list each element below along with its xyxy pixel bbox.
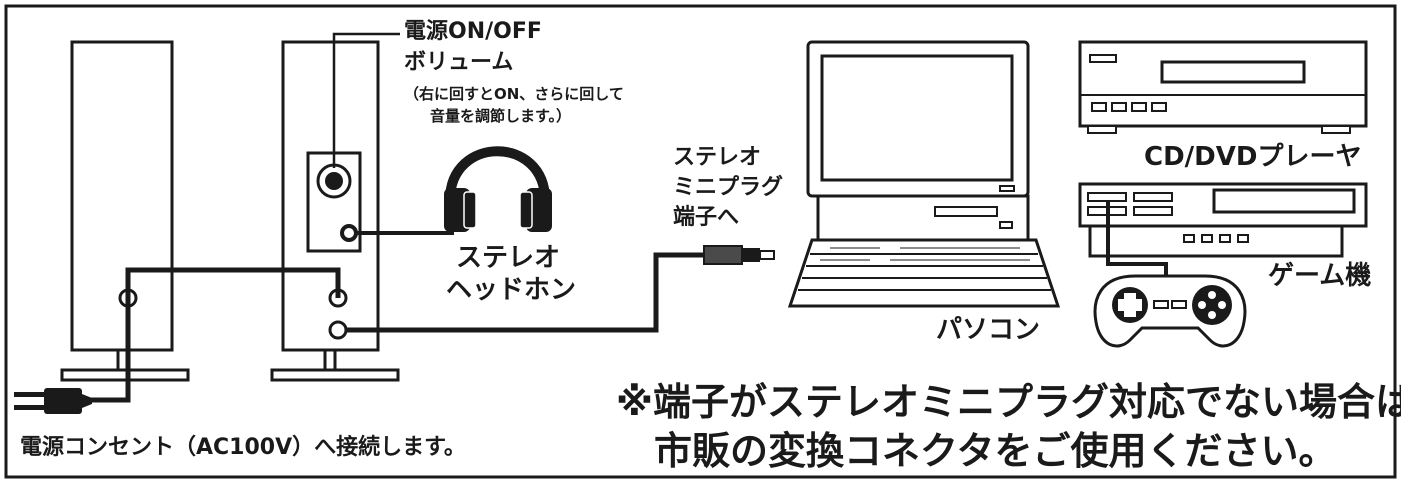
plug-label-2: ミニプラグ (673, 175, 784, 200)
game-console-label: ゲーム機 (1268, 261, 1372, 291)
gamepad-icon (1093, 274, 1247, 348)
power-volume-label-1: 電源ON/OFF (404, 19, 542, 44)
headphones-label-2: ヘッドホン (446, 275, 577, 305)
headphones-icon (444, 146, 552, 232)
diagram-frame (4, 4, 1397, 479)
power-volume-note-1: （右に回すとON、さらに回して (404, 85, 624, 103)
headphones-label-1: ステレオ (456, 243, 561, 273)
pc-icon (787, 40, 1061, 308)
cd-dvd-player-label: CD/DVDプレーヤ (1144, 142, 1362, 172)
note-line-1: ※端子がステレオミニプラグ対応でない場合は (616, 380, 1401, 424)
power-cable (80, 267, 341, 403)
pc-case-icon (816, 194, 1030, 242)
plug-label-1: ステレオ (673, 145, 762, 170)
volume-callout-line (332, 32, 400, 168)
note-line-2: 市販の変換コネクタをご使用ください。 (616, 429, 1337, 473)
stereo-out-jack-icon (328, 320, 348, 340)
plug-label-3: 端子へ (673, 205, 740, 230)
power-volume-note-2: 音量を調節します。） (430, 107, 572, 125)
keyboard-icon (787, 238, 1061, 308)
stereo-cable (346, 252, 705, 333)
game-console-icon (1078, 182, 1368, 258)
power-volume-label-2: ボリューム (404, 50, 514, 75)
pc-label: パソコン (936, 315, 1041, 345)
headphone-jack-icon (340, 224, 358, 242)
outlet-label: 電源コンセント（AC100V）へ接続します。 (20, 435, 466, 460)
game-cable (1106, 200, 1168, 278)
power-plug-icon (14, 388, 92, 414)
pc-monitor-icon (806, 40, 1030, 198)
mini-plug-icon (703, 245, 775, 265)
speaker-left-icon (60, 40, 190, 382)
cd-dvd-player-icon (1078, 40, 1368, 134)
